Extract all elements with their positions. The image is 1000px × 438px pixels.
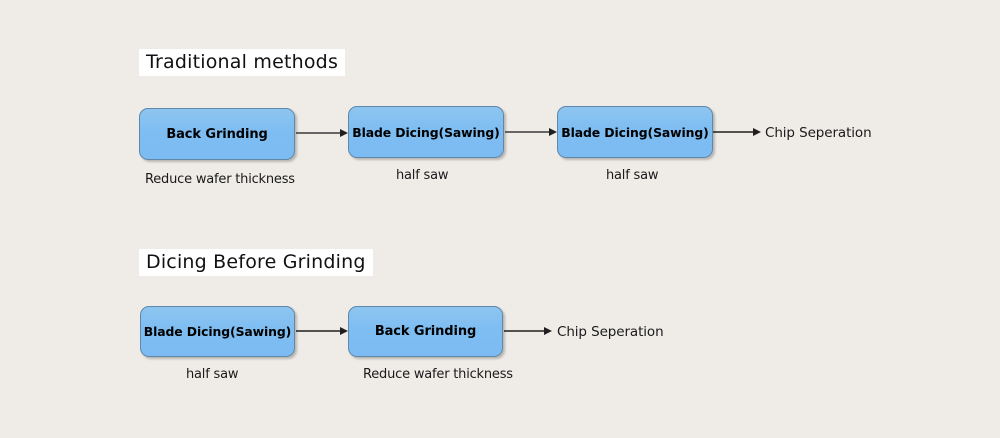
process-box-label: Back Grinding [166,126,268,142]
arrow-dicing3-to-back-grinding [296,325,348,337]
section-heading-traditional: Traditional methods [139,49,346,76]
process-box-blade-dicing-2[interactable]: Blade Dicing(Sawing) [557,106,713,158]
process-box-blade-dicing-3[interactable]: Blade Dicing(Sawing) [140,306,295,357]
process-box-back-grinding-1[interactable]: Back Grinding [139,108,295,160]
caption-half-saw-1: half saw [396,168,449,183]
terminal-label-chip-seperation-2: Chip Seperation [557,324,664,340]
arrow-dicing2-to-chip-seperation [713,126,761,138]
arrow-back-grinding-to-chip-seperation [504,325,552,337]
terminal-label-chip-seperation-1: Chip Seperation [765,125,872,141]
arrow-bg-to-dicing-1 [296,127,348,139]
process-box-label: Back Grinding [374,324,477,339]
arrow-dicing1-to-dicing2 [505,126,557,138]
section-heading-dicing-before-grinding: Dicing Before Grinding [139,249,373,276]
caption-half-saw-3: half saw [186,367,239,382]
process-box-blade-dicing-1[interactable]: Blade Dicing(Sawing) [348,106,504,158]
process-box-label: Blade Dicing(Sawing) [561,124,709,140]
process-box-label: Blade Dicing(Sawing) [143,324,292,339]
process-box-back-grinding-2[interactable]: Back Grinding [348,306,503,357]
caption-reduce-wafer-thickness-1: Reduce wafer thickness [145,172,295,187]
process-box-label: Blade Dicing(Sawing) [352,124,500,140]
caption-half-saw-2: half saw [606,168,659,183]
caption-reduce-wafer-thickness-2: Reduce wafer thickness [363,367,513,382]
